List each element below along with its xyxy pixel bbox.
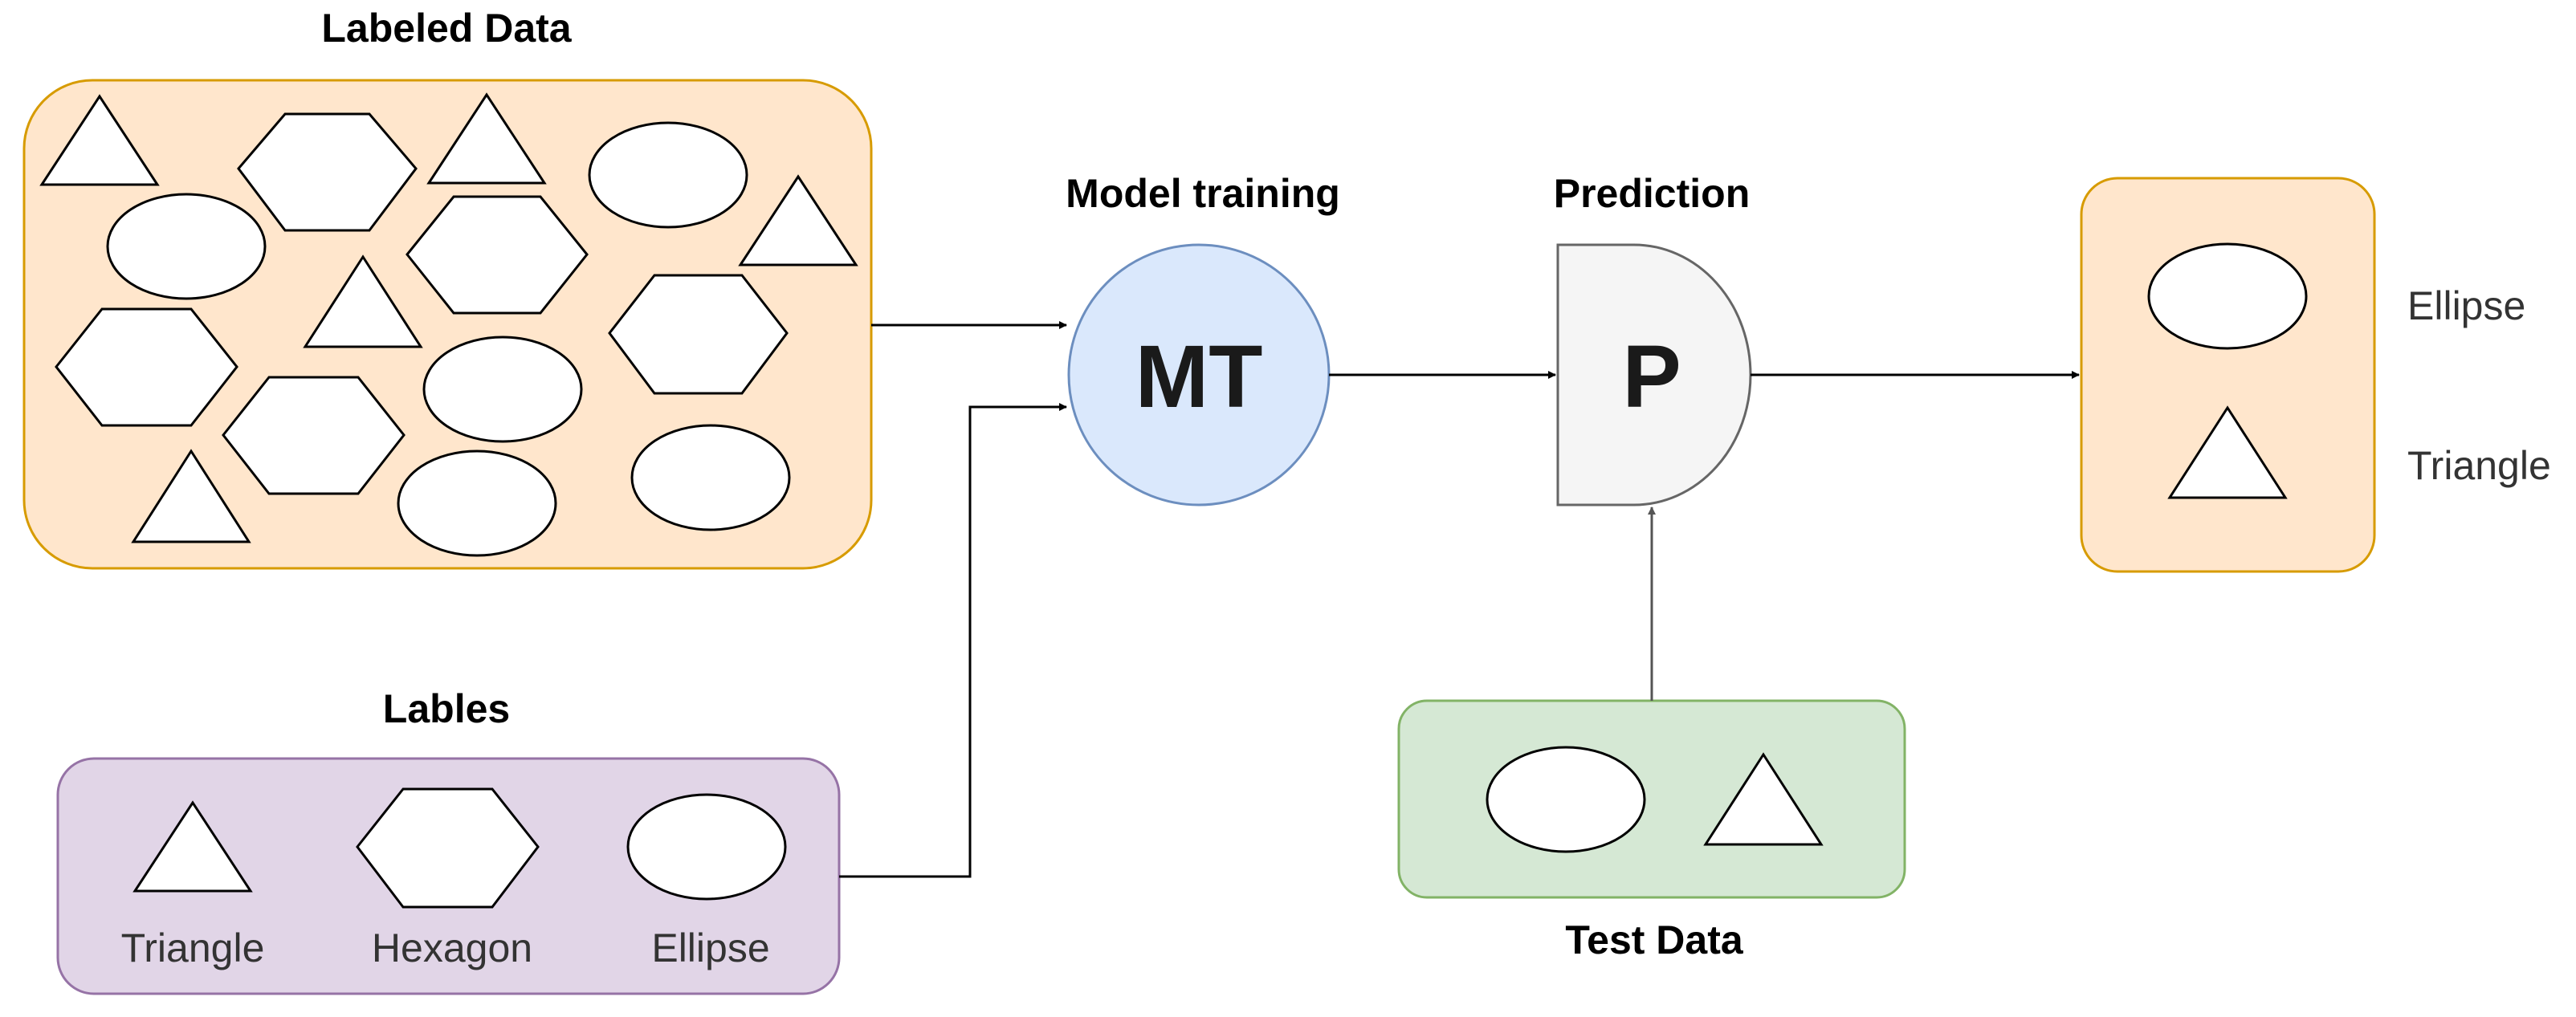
prediction-label: P <box>1622 327 1681 426</box>
labeled-data-title: Labeled Data <box>321 6 572 51</box>
label-ellipse-text: Ellipse <box>651 925 769 970</box>
label-ellipse-icon <box>626 793 787 901</box>
test-ellipse-icon <box>1486 746 1646 853</box>
triangle-shape <box>426 92 547 185</box>
model-training-label: MT <box>1135 327 1263 426</box>
labeled-data-shapes <box>39 92 858 557</box>
edge-labels-to-mt <box>839 403 1067 878</box>
prediction-node-border <box>1556 243 1752 506</box>
output-box <box>2081 178 2374 572</box>
output-triangle-icon <box>2167 405 2288 499</box>
label-triangle-text: Triangle <box>121 925 265 970</box>
hexagon-shape <box>222 376 406 495</box>
model-training-title: Model training <box>1066 171 1340 216</box>
triangle-shape <box>39 94 160 186</box>
output-box-border <box>2080 177 2376 573</box>
triangle-shape <box>303 254 423 348</box>
ellipse-shape <box>630 424 791 531</box>
hexagon-shape <box>406 195 589 315</box>
hexagon-shape <box>55 307 238 427</box>
prediction-node <box>1558 245 1751 505</box>
label-triangle-icon <box>132 800 253 893</box>
test-triangle-icon <box>1703 752 1824 846</box>
label-hexagon-text: Hexagon <box>372 925 532 970</box>
ellipse-shape <box>422 336 583 443</box>
triangle-shape <box>131 449 251 543</box>
test-data-box <box>1399 701 1905 897</box>
ellipse-shape <box>106 193 267 300</box>
output-ellipse-icon <box>2147 242 2308 350</box>
ellipse-shape <box>588 121 748 229</box>
prediction-title: Prediction <box>1554 171 1750 216</box>
test-data-title: Test Data <box>1565 917 1744 962</box>
model-training-node <box>1069 245 1329 505</box>
label-hexagon-icon <box>356 787 540 909</box>
hexagon-shape <box>608 274 789 395</box>
output-ellipse-text: Ellipse <box>2407 283 2525 328</box>
ellipse-shape <box>397 450 557 557</box>
output-triangle-text: Triangle <box>2407 443 2551 488</box>
hexagon-shape <box>237 112 418 232</box>
labels-title: Lables <box>383 686 510 731</box>
triangle-shape <box>738 174 858 266</box>
